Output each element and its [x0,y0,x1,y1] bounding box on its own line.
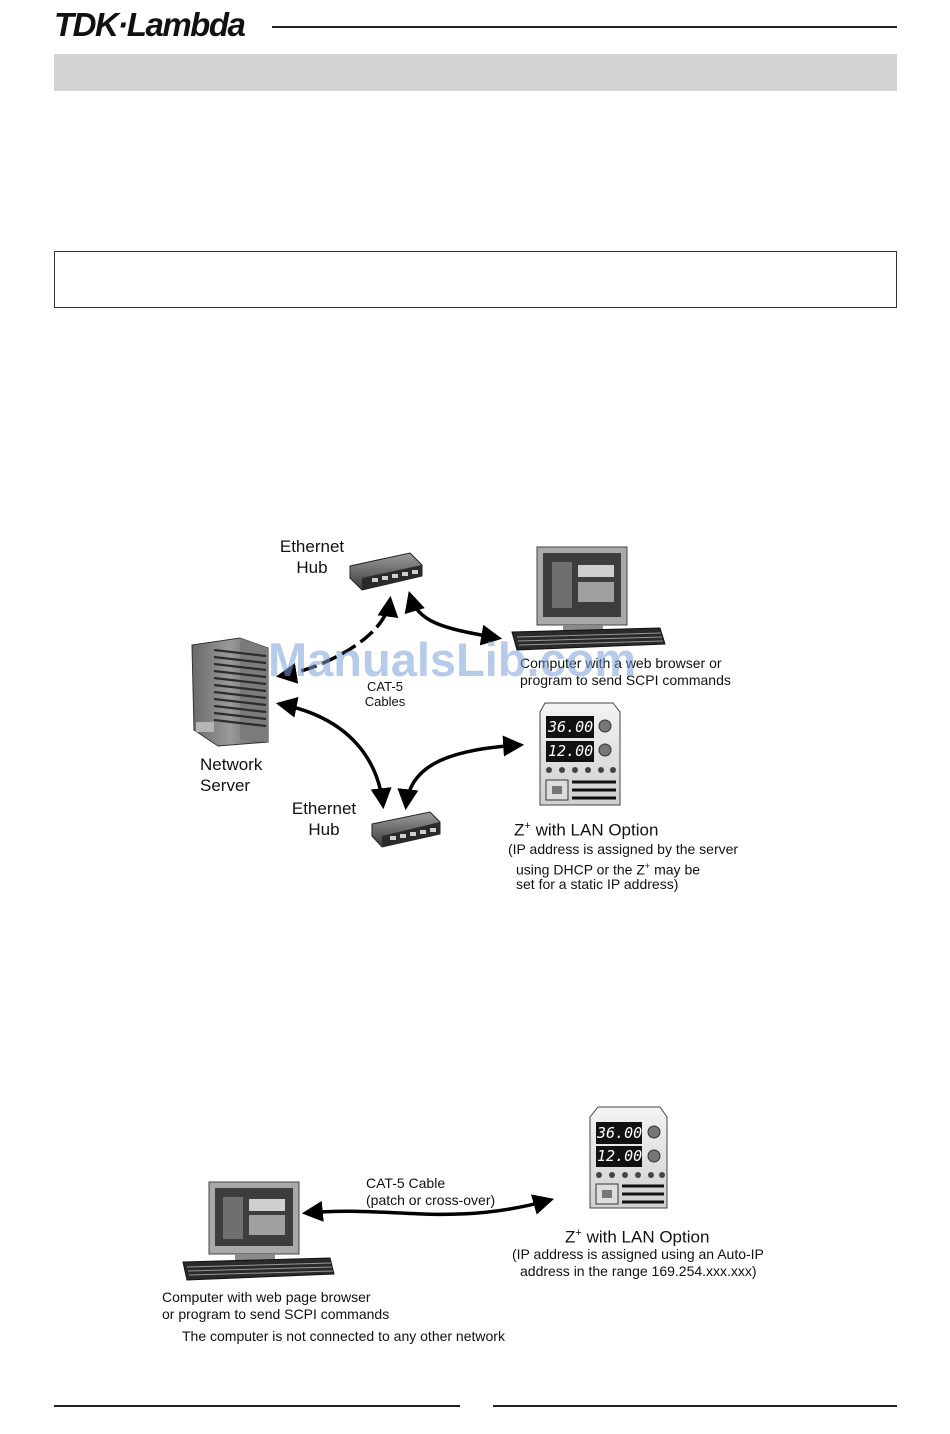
voltage-display: 36.00 [597,1124,643,1142]
ethernet-hub-icon [371,811,441,848]
network-note: The computer is not connected to any oth… [182,1328,505,1344]
zplus-base: Z [565,1227,576,1247]
ip-note-line2: using DHCP or the Z+ may be [516,858,700,879]
ethernet-hub-icon [349,552,423,591]
cable-arrow [275,697,392,810]
zplus-suffix: with LAN Option [581,1227,710,1247]
ethernet-hub-label: Ethernet Hub [291,799,357,839]
cable-label-line2: (patch or cross-over) [366,1192,496,1208]
zplus-sup: + [575,1227,582,1239]
ip-note-text: may be [650,861,701,878]
watermark: ManualsLib.com [268,633,637,686]
computer-icon [182,1181,335,1281]
current-display: 12.00 [548,742,594,760]
header-rule [272,26,897,28]
cable-arrow [275,595,399,684]
zplus-lan-label: Z+ with LAN Option [514,816,658,841]
computer-label-line1: Computer with web page browser [162,1289,371,1305]
ip-note-text: using DHCP or the Z [516,861,645,878]
computer-label-line2: or program to send SCPI commands [162,1306,390,1322]
zplus-lan-label: Z+ with LAN Option [565,1223,709,1248]
ip-note-line2: address in the range 169.254.xxx.xxx) [520,1263,757,1279]
section-title-band [54,54,897,91]
network-server-label: Network Server [200,755,263,795]
footer-rule-left [54,1405,460,1407]
network-server-icon [191,637,269,747]
cables-label: CAT-5 Cables [364,679,406,709]
computer-label-line2: program to send SCPI commands [520,672,731,688]
ethernet-hub-label: Ethernet Hub [279,537,345,577]
ip-note-sup: + [644,861,651,871]
tdk-lambda-logo: TDK·Lambda [54,6,246,43]
footer-rule-right [493,1405,897,1407]
ip-note-line1: (IP address is assigned using an Auto-IP [512,1246,764,1262]
zplus-sup: + [524,820,531,832]
ip-note-line1: (IP address is assigned by the server [508,841,739,857]
power-supply-icon [539,702,621,806]
power-supply-icon [589,1106,668,1209]
note-box [54,251,897,308]
cable-label-line1: CAT-5 Cable [366,1175,446,1191]
zplus-suffix: with LAN Option [530,820,659,840]
computer-icon [511,546,666,651]
computer-label-line1: Computer with a web browser or [520,655,722,671]
current-display: 12.00 [597,1147,643,1165]
voltage-display: 36.00 [548,718,594,736]
cable-arrow [404,590,503,646]
cable-arrow [301,1194,555,1222]
zplus-base: Z [514,820,525,840]
ip-note-line3: set for a static IP address) [516,876,679,892]
cable-arrow [397,735,525,811]
